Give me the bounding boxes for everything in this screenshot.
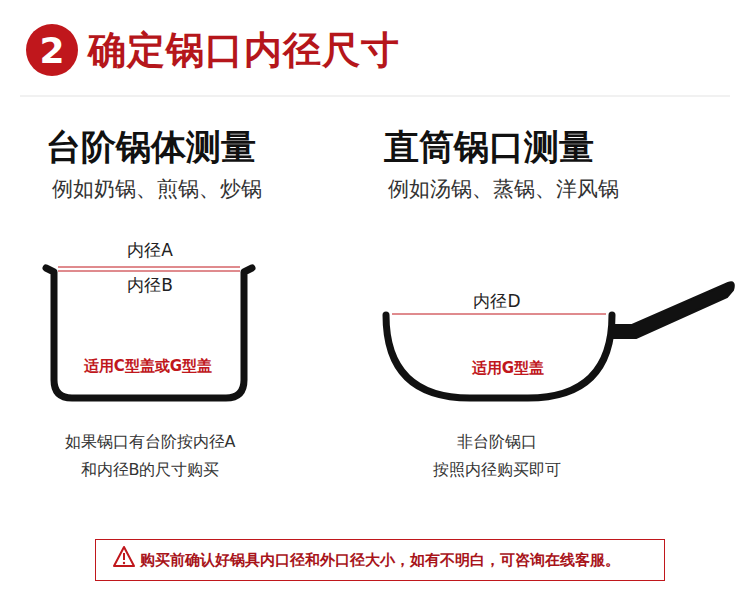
column-subtitle: 例如奶锅、煎锅、炒锅 [52,177,262,202]
dimension-label: 内径B [127,275,173,295]
node-text: 2 [39,30,64,71]
column-heading: 台阶锅体测量 [46,126,256,168]
node-text: 购买前确认好锅具内口径和外口径大小，如有不明白，可咨询在线客服。 [140,551,620,570]
column-heading: 直筒锅口测量 [384,126,594,168]
dimension-label: 内径A [127,240,173,260]
note-text: 非台阶锅口 按照内径购买即可 [402,428,592,484]
column-subtitle: 例如汤锅、蒸锅、洋风锅 [388,177,619,202]
warning-box: 购买前确认好锅具内口径和外口径大小，如有不明白，可咨询在线客服。 [95,539,665,581]
title: 确定锅口内径尺寸 [88,28,400,74]
lid-type-label: 适用C型盖或G型盖 [82,357,214,375]
dimension-label: 内径D [473,291,520,311]
note-text: 如果锅口有台阶按内径A 和内径B的尺寸购买 [35,428,265,484]
lid-type-label: 适用G型盖 [470,359,546,377]
step-number-circle: 2 [26,24,78,76]
